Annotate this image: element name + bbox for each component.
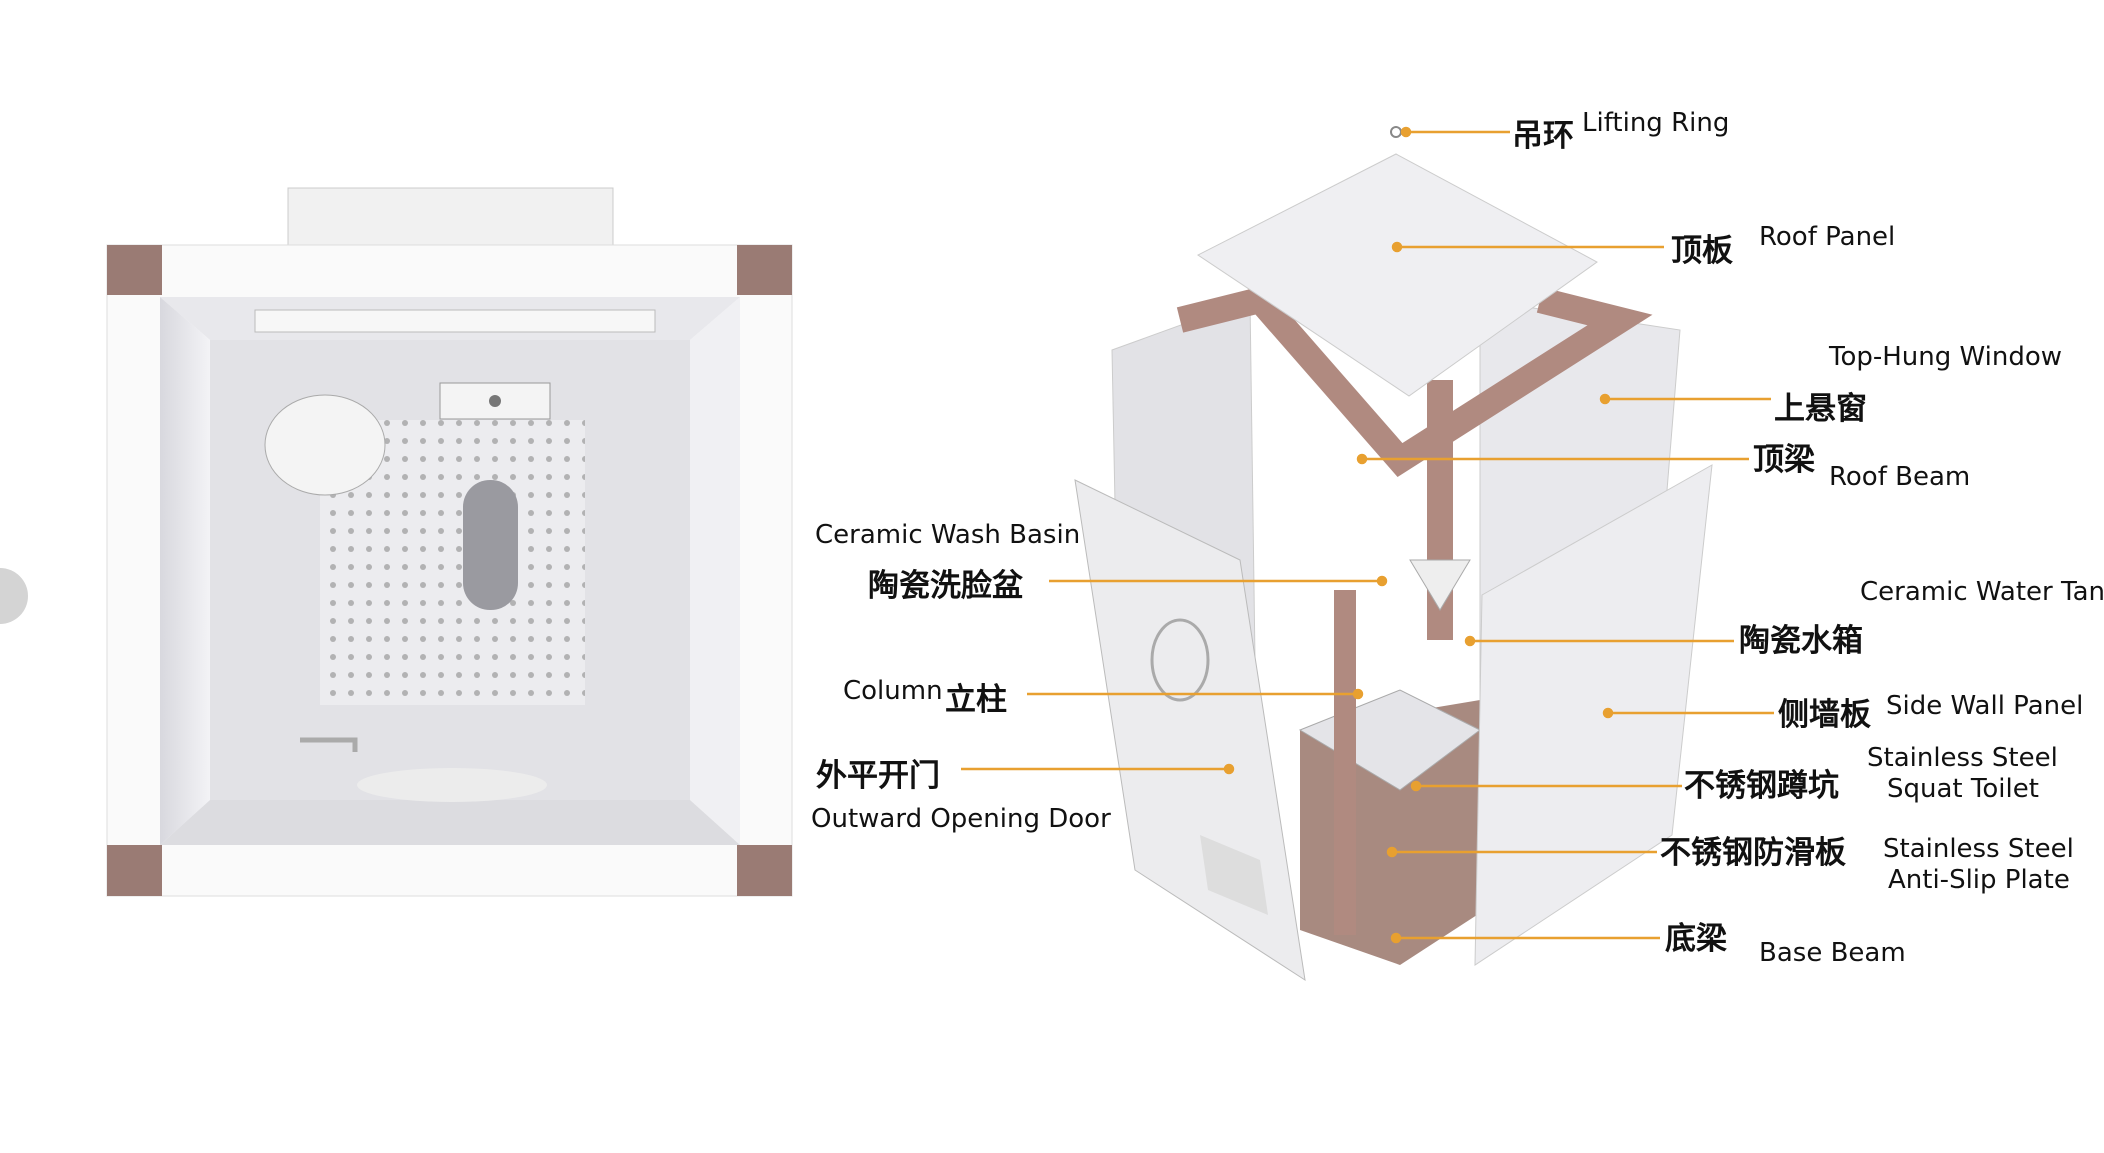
label-water-tank-zh: 陶瓷水箱 [1739, 623, 1863, 659]
label-door-zh: 外平开门 [816, 758, 940, 794]
label-roof-beam-zh: 顶梁 [1753, 442, 1815, 478]
door-panel [1074, 479, 1306, 982]
wash-basin [264, 394, 386, 496]
label-wash-basin-zh: 陶瓷洗脸盆 [868, 568, 1023, 604]
label-wash-basin-en: Ceramic Wash Basin [815, 520, 1081, 550]
label-anti-slip-en1: Stainless Steel [1883, 834, 2074, 864]
label-side-wall-en: Side Wall Panel [1886, 691, 2084, 721]
label-base-beam-en: Base Beam [1759, 938, 1906, 968]
label-column-en: Column [843, 676, 943, 706]
squat-toilet [463, 480, 518, 610]
label-lifting-ring-zh: 吊环 [1512, 118, 1574, 154]
plan-view [106, 187, 793, 897]
label-toilet-en2: Squat Toilet [1887, 774, 2039, 804]
label-roof-panel-zh: 顶板 [1671, 233, 1733, 269]
label-water-tank-en: Ceramic Water Tank [1860, 577, 2104, 607]
label-base-beam-zh: 底梁 [1665, 921, 1727, 957]
label-toilet-en1: Stainless Steel [1867, 743, 2058, 773]
label-roof-panel-en: Roof Panel [1759, 222, 1896, 252]
label-side-wall-zh: 侧墙板 [1778, 697, 1871, 733]
leader-lines [961, 126, 1774, 944]
label-lifting-ring-en: Lifting Ring [1582, 108, 1730, 138]
label-roof-beam-en: Roof Beam [1829, 462, 1971, 492]
roof-panel [1197, 153, 1598, 397]
side-wall-panel [1474, 464, 1713, 966]
label-door-en: Outward Opening Door [811, 804, 1111, 834]
label-toilet-zh: 不锈钢蹲坑 [1684, 768, 1839, 804]
label-window-en: Top-Hung Window [1829, 342, 2063, 372]
lifting-ring-icon [1390, 126, 1402, 138]
label-window-zh: 上悬窗 [1774, 391, 1867, 427]
label-anti-slip-en2: Anti-Slip Plate [1888, 865, 2070, 895]
label-anti-slip-zh: 不锈钢防滑板 [1660, 835, 1846, 871]
label-column-zh: 立柱 [945, 682, 1007, 718]
